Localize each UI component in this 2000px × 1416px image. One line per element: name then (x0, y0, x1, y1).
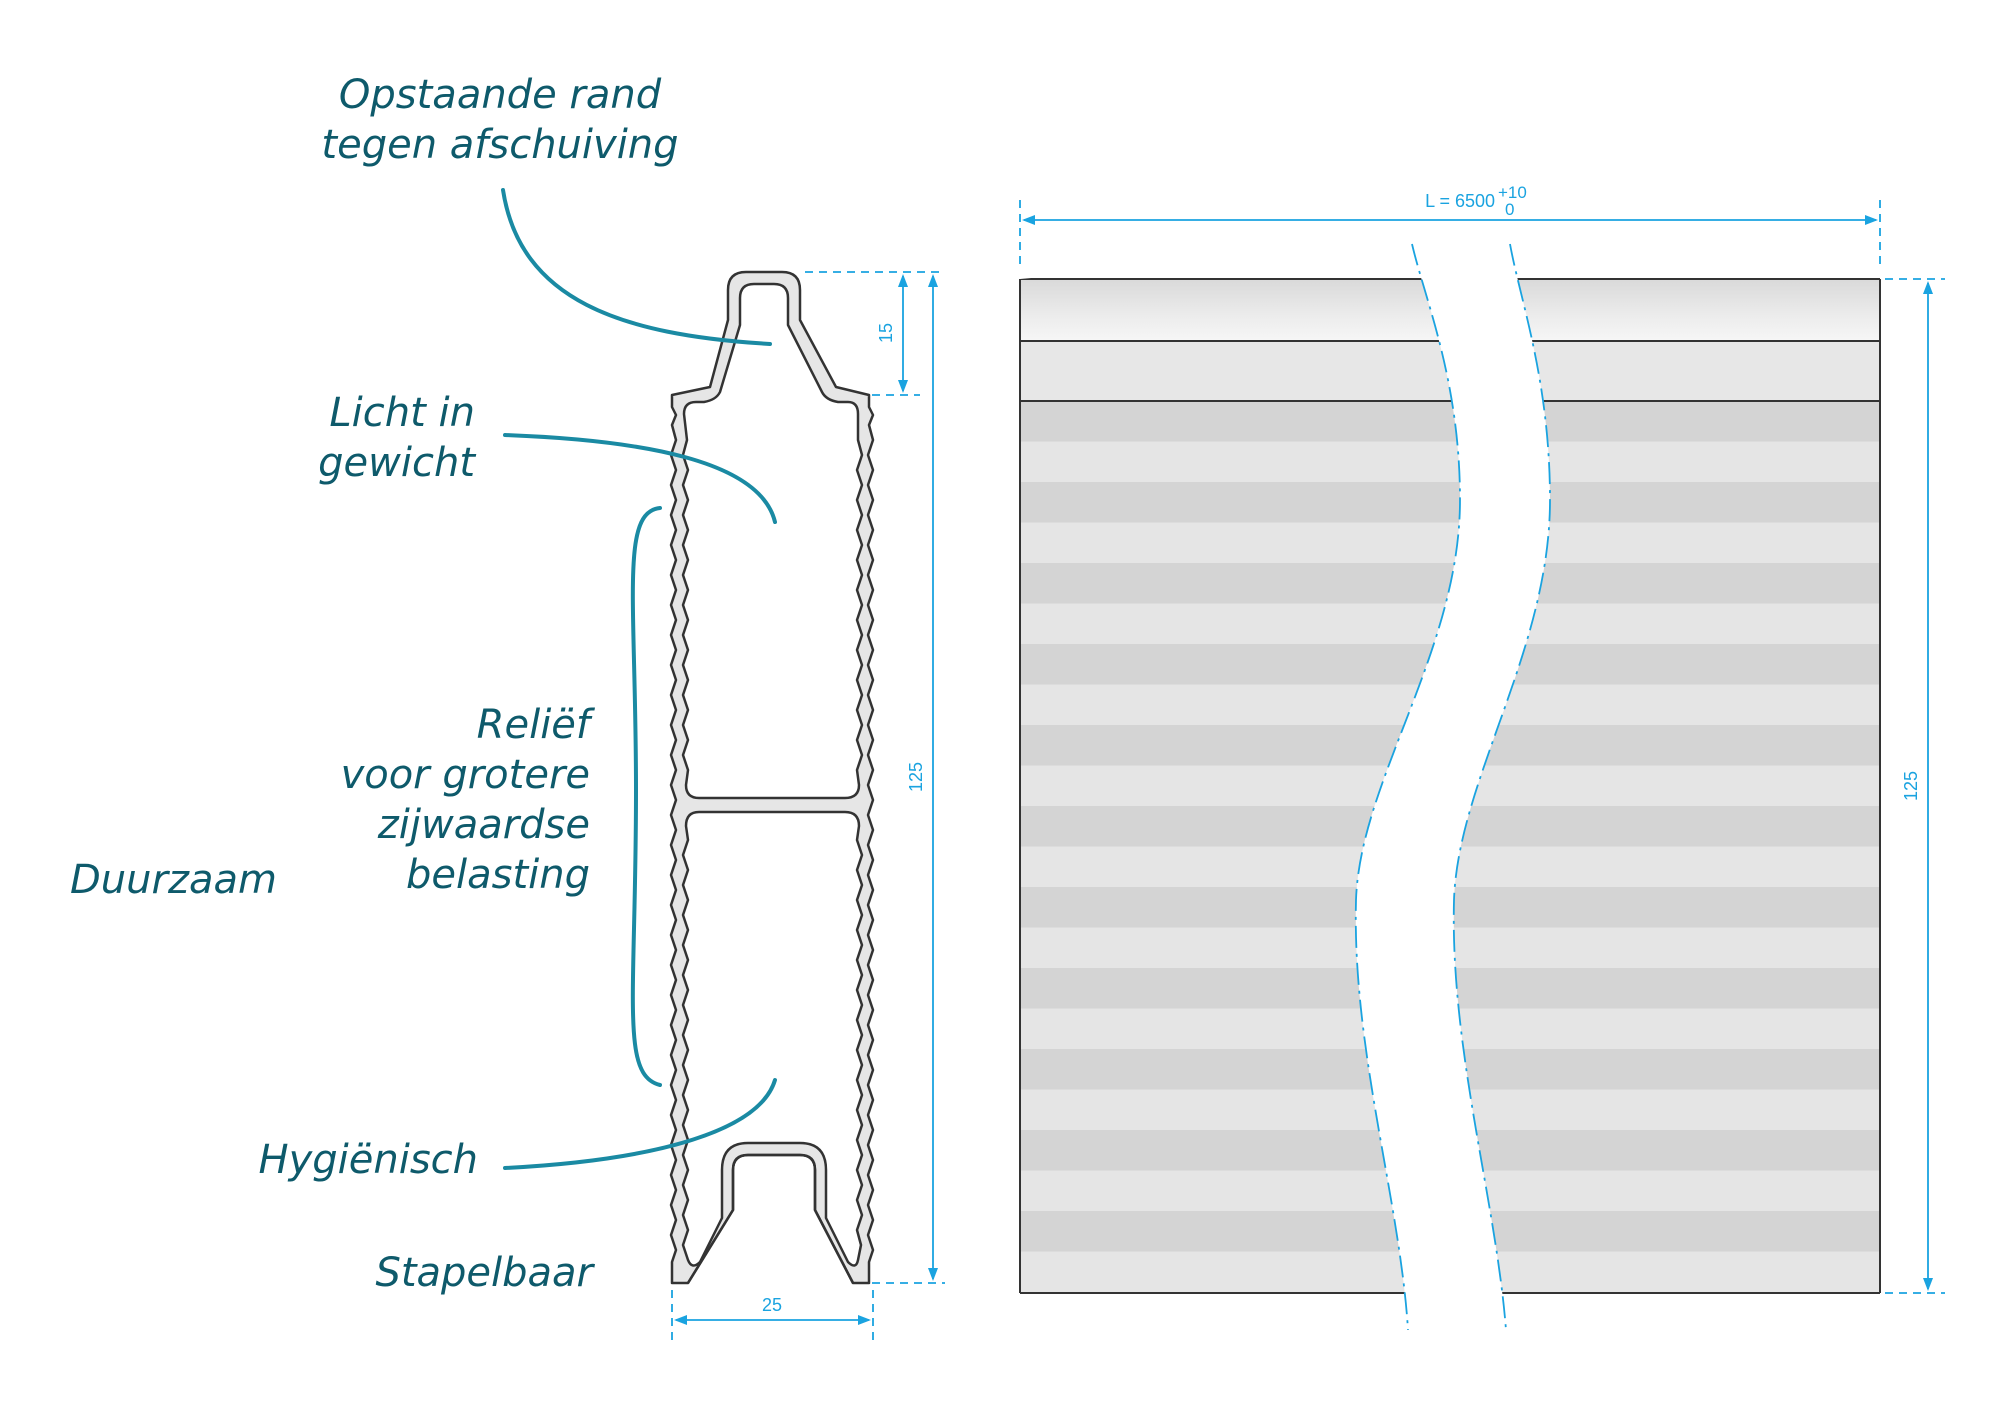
right-relief-band (1453, 684, 1880, 725)
callout-relief-bracket (630, 506, 662, 1087)
right-relief-band (1453, 1089, 1880, 1130)
panel-dimensions (1019, 200, 1945, 1294)
right-relief-band (1453, 1049, 1880, 1090)
left-relief-band (1020, 684, 1460, 725)
dim-panel-height-value: 125 (1901, 771, 1921, 801)
dim-height-arrow-top (928, 274, 938, 287)
callout-hygienisch (503, 1078, 777, 1170)
right-relief-band (1453, 1170, 1880, 1211)
label-relief-line-3: zijwaardse (377, 802, 590, 848)
label-hygienisch: Hygiënisch (258, 1137, 478, 1183)
right-relief-band (1453, 1008, 1880, 1049)
dim-rib-arrow-bottom (898, 380, 908, 393)
dim-panel-arrow-left (1022, 215, 1035, 225)
profile-dimensions (671, 271, 945, 1340)
left-relief-band (1020, 522, 1460, 563)
profile-lower-cavity (681, 810, 864, 1267)
dim-rib-value: 15 (876, 323, 896, 343)
label-licht-in-gewicht: Licht in gewicht (260, 388, 475, 488)
left-relief-band (1020, 1170, 1460, 1211)
dim-panel-length-value: L = 6500 (1425, 191, 1495, 211)
label-licht-line-2: gewicht (318, 440, 475, 486)
left-relief-band (1020, 725, 1460, 766)
right-relief-band (1453, 765, 1880, 806)
label-relief-line-2: voor grotere (340, 752, 590, 798)
dim-panel-tol-lower: 0 (1505, 200, 1514, 219)
label-duurzaam: Duurzaam (70, 857, 277, 903)
callout-opstaande-rand (501, 188, 772, 346)
left-relief-band (1020, 1211, 1460, 1252)
left-rib-strip (1020, 341, 1460, 401)
label-opstaande-rand-line-2: tegen afschuiving (321, 122, 679, 168)
dim-width-value: 25 (762, 1295, 782, 1315)
right-relief-band (1453, 968, 1880, 1009)
label-stapelbaar: Stapelbaar (375, 1250, 593, 1296)
dim-panel-h-arrow-bottom (1923, 1278, 1933, 1291)
dim-height-arrow-bottom (928, 1268, 938, 1281)
profile-bottom-groove (686, 1153, 855, 1284)
dim-rib-arrow-top (898, 274, 908, 287)
left-relief-band (1020, 401, 1460, 442)
right-relief-band (1453, 887, 1880, 928)
break-line-left (1354, 243, 1461, 1331)
dim-panel-tol-upper: +10 (1498, 183, 1527, 202)
label-opstaande-rand-line-1: Opstaande rand (338, 72, 662, 118)
dim-width-arrow-right (858, 1315, 871, 1325)
dim-panel-h-arrow-top (1923, 281, 1933, 294)
left-relief-band (1020, 482, 1460, 523)
right-relief-band (1453, 725, 1880, 766)
left-relief-band (1020, 644, 1460, 685)
profile-upper-cavity (681, 282, 864, 800)
left-relief-band (1020, 563, 1460, 604)
label-relief-line-1: Reliëf (476, 702, 590, 748)
dim-width-arrow-left (674, 1315, 687, 1325)
right-relief-band (1453, 1211, 1880, 1252)
dim-panel-arrow-right (1865, 215, 1878, 225)
callout-lines (501, 188, 777, 1170)
label-relief: Reliëf voor grotere zijwaardse belasting (330, 700, 590, 900)
right-relief-band (1453, 1251, 1880, 1292)
right-relief-band (1453, 1130, 1880, 1171)
panel-side-view (1019, 243, 1881, 1331)
label-relief-line-4: belasting (405, 852, 590, 898)
dim-height-value: 125 (906, 762, 926, 792)
panel-break-lines (1354, 243, 1551, 1331)
break-line-right (1452, 243, 1551, 1331)
right-relief-band (1453, 846, 1880, 887)
label-opstaande-rand: Opstaande rand tegen afschuiving (320, 70, 680, 170)
cross-section-profile (669, 270, 875, 1285)
label-licht-line-1: Licht in (329, 390, 475, 436)
left-relief-band (1020, 1251, 1460, 1292)
left-relief-band (1020, 441, 1460, 482)
left-top-edge-strip (1020, 279, 1460, 341)
callout-licht-in-gewicht (503, 433, 777, 524)
right-relief-band (1453, 927, 1880, 968)
right-relief-band (1453, 806, 1880, 847)
left-relief-band (1020, 603, 1460, 644)
